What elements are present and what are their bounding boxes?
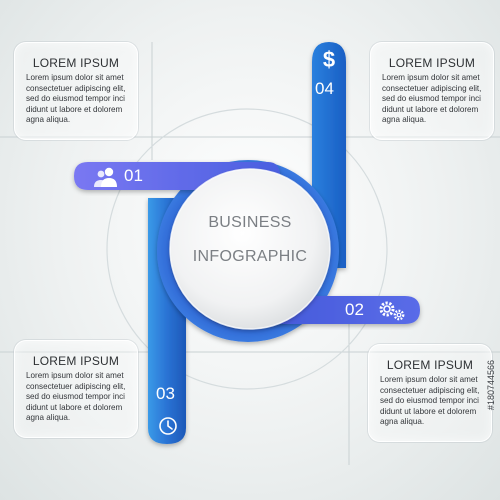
center-title-line2: INFOGRAPHIC xyxy=(192,248,308,265)
card-body: Lorem ipsum dolor sit amet consectetuer … xyxy=(382,73,486,126)
card-line: Lorem ipsum dolor sit amet xyxy=(26,371,124,380)
card-line: sed do eiusmod tempor inci xyxy=(26,392,125,402)
svg-text:$: $ xyxy=(323,47,335,72)
clock-icon xyxy=(159,417,177,435)
card-line: didunt ut labore et dolorem xyxy=(26,104,123,114)
card-body: Lorem ipsum dolor sit amet consectetuer … xyxy=(26,371,130,424)
card-line: didunt ut labore et dolorem xyxy=(382,104,479,114)
card-line: Lorem ipsum dolor sit amet xyxy=(26,73,124,82)
card-line: consectetuer adipiscing elit, xyxy=(26,381,126,391)
step-02-number: 02 xyxy=(345,300,364,319)
card-line: consectetuer adipiscing elit, xyxy=(26,83,126,93)
stock-id-label: #180744566 xyxy=(486,360,496,411)
guide-lines xyxy=(0,42,500,465)
center-title-line1: BUSINESS xyxy=(208,214,292,231)
outer-guide-circle xyxy=(106,108,388,390)
card-body: Lorem ipsum dolor sit amet consectetuer … xyxy=(380,375,484,428)
step-01-number: 01 xyxy=(124,166,143,185)
card-line: Lorem ipsum dolor sit amet xyxy=(382,73,480,82)
card-line: agna aliqua. xyxy=(382,115,427,125)
card-line: Lorem ipsum dolor sit amet xyxy=(380,375,478,384)
card-line: consectetuer adipiscing elit, xyxy=(380,385,480,395)
card-title: LOREM IPSUM xyxy=(388,56,476,70)
card-body: Lorem ipsum dolor sit amet consectetuer … xyxy=(26,73,130,126)
card-line: didunt ut labore et dolorem xyxy=(380,406,477,416)
card-line: sed do eiusmod tempor inci xyxy=(380,396,479,406)
card-title: LOREM IPSUM xyxy=(32,354,120,368)
people-icon xyxy=(94,167,117,187)
card-line: agna aliqua. xyxy=(26,413,71,423)
card-line: consectetuer adipiscing elit, xyxy=(382,83,482,93)
card-line: sed do eiusmod tempor inci xyxy=(26,94,125,104)
step-04-number: 04 xyxy=(315,79,334,98)
center-disk xyxy=(170,169,330,329)
info-card-top-left: LOREM IPSUM Lorem ipsum dolor sit amet c… xyxy=(14,42,138,140)
card-line: agna aliqua. xyxy=(380,417,425,427)
info-card-top-right: LOREM IPSUM Lorem ipsum dolor sit amet c… xyxy=(370,42,494,140)
dollar-icon: $ xyxy=(323,47,335,72)
card-line: sed do eiusmod tempor inci xyxy=(382,94,481,104)
info-card-bottom-left: LOREM IPSUM Lorem ipsum dolor sit amet c… xyxy=(14,340,138,438)
gears-icon xyxy=(379,301,405,321)
info-card-bottom-right: LOREM IPSUM Lorem ipsum dolor sit amet c… xyxy=(368,344,492,442)
step-03-number: 03 xyxy=(156,384,175,403)
card-line: didunt ut labore et dolorem xyxy=(26,402,123,412)
card-title: LOREM IPSUM xyxy=(32,56,120,70)
card-line: agna aliqua. xyxy=(26,115,71,125)
card-title: LOREM IPSUM xyxy=(386,358,474,372)
